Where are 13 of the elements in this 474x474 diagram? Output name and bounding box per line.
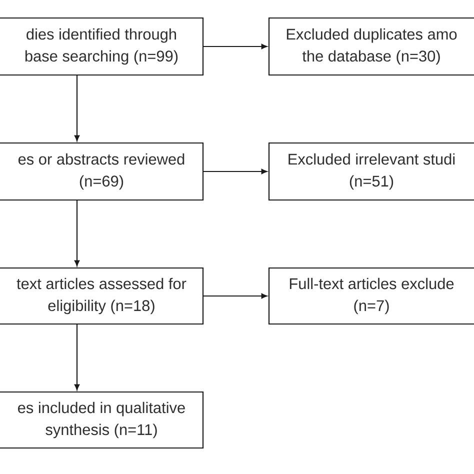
arrow bbox=[203, 44, 268, 50]
process-box: es or abstracts reviewed (n=69) bbox=[0, 142, 204, 201]
process-box: es included in qualitative synthesis (n=11) bbox=[0, 391, 204, 449]
arrow bbox=[203, 168, 268, 174]
arrow bbox=[74, 324, 80, 390]
arrow bbox=[74, 75, 80, 142]
process-box: text articles assessed for eligibility (n=18) bbox=[0, 267, 204, 325]
process-box: Excluded irrelevant studi (n=51) bbox=[268, 142, 474, 201]
process-box: Excluded duplicates amo the database (n=30) bbox=[268, 17, 474, 76]
arrow bbox=[74, 200, 80, 266]
process-box: dies identified through base searching (n=99) bbox=[0, 17, 204, 76]
process-box: Full-text articles exclude (n=7) bbox=[268, 267, 474, 325]
arrow bbox=[203, 293, 268, 299]
